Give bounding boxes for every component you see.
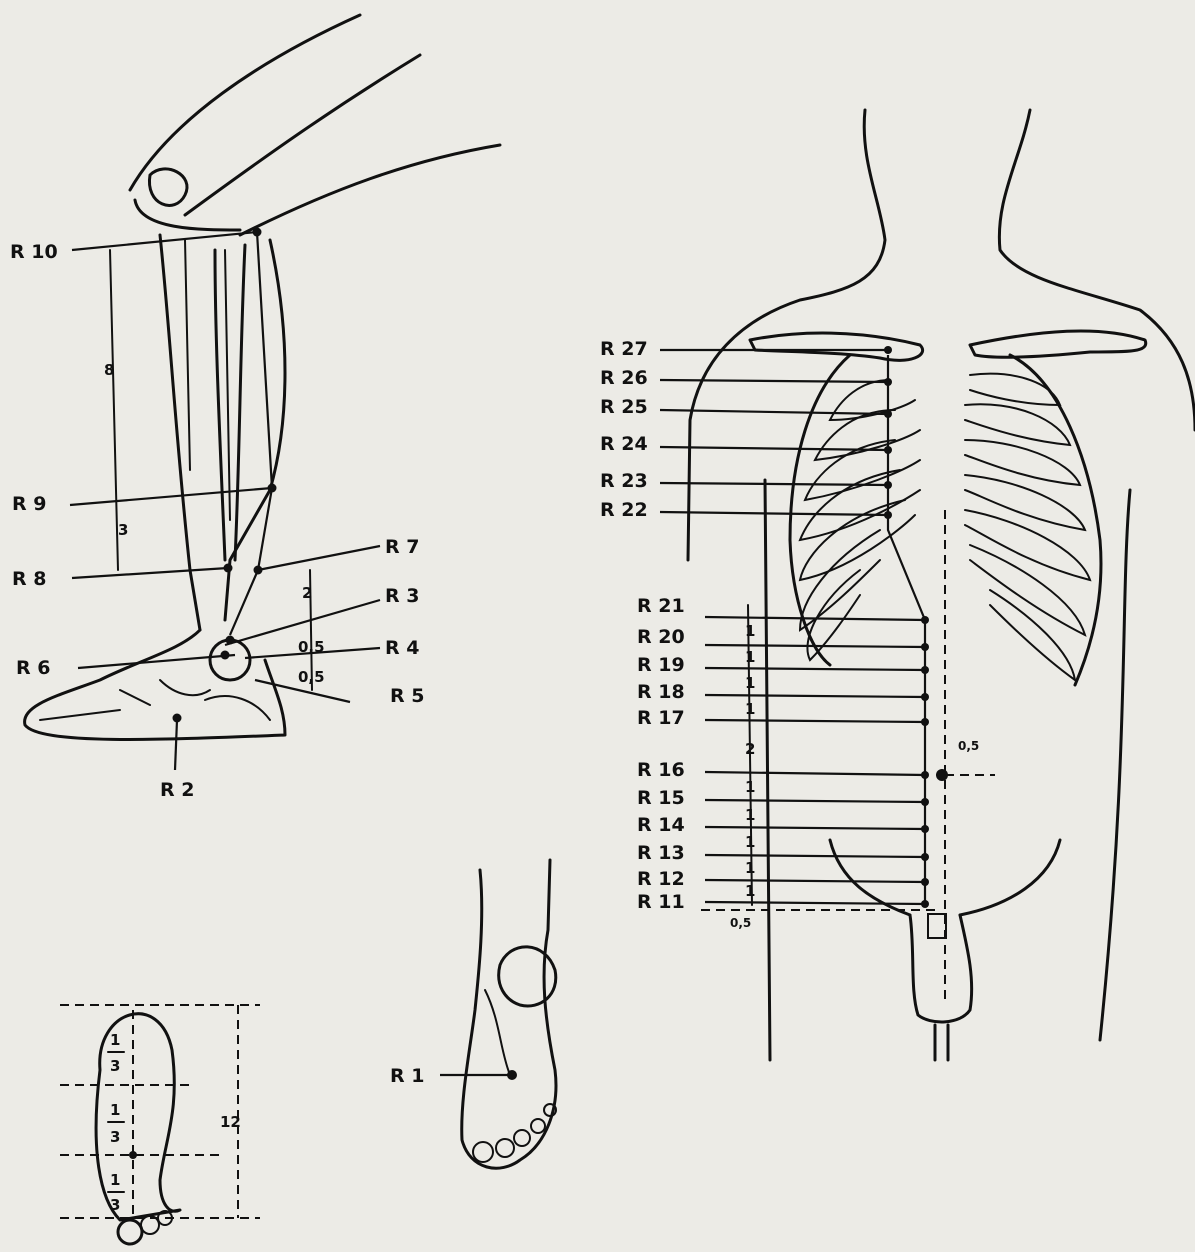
measure-torso-bottom: 0,5 bbox=[730, 916, 751, 930]
sole-length-12: 12 bbox=[220, 1113, 241, 1131]
measure-torso-f: 1 bbox=[745, 778, 755, 796]
label-r18: R 18 bbox=[637, 681, 685, 703]
sole-fraction-3-top: 1 bbox=[110, 1171, 120, 1189]
label-r1: R 1 bbox=[390, 1065, 424, 1087]
sole-fraction-1-top: 1 bbox=[110, 1031, 120, 1049]
label-r20: R 20 bbox=[637, 626, 685, 648]
measure-torso-g: 1 bbox=[745, 806, 755, 824]
label-r26: R 26 bbox=[600, 367, 648, 389]
sole-fraction-2-bottom: 3 bbox=[110, 1128, 120, 1146]
torso-label-group: R 27 R 26 R 25 R 24 R 23 R 22 R 21 R 20 … bbox=[600, 338, 685, 913]
label-r2: R 2 bbox=[160, 779, 194, 801]
label-r17: R 17 bbox=[637, 707, 685, 729]
measure-2: 2 bbox=[302, 584, 312, 602]
label-r22: R 22 bbox=[600, 499, 648, 521]
leg-figure bbox=[25, 15, 500, 770]
label-r12: R 12 bbox=[637, 868, 685, 890]
label-r7: R 7 bbox=[385, 536, 419, 558]
measure-torso-b: 1 bbox=[745, 648, 755, 666]
label-r27: R 27 bbox=[600, 338, 648, 360]
sole-fraction-1-bottom: 3 bbox=[110, 1057, 120, 1075]
measure-torso-c: 1 bbox=[745, 674, 755, 692]
label-r5: R 5 bbox=[390, 685, 424, 707]
label-r11: R 11 bbox=[637, 891, 685, 913]
label-r21: R 21 bbox=[637, 595, 685, 617]
label-r16: R 16 bbox=[637, 759, 685, 781]
measure-3: 3 bbox=[118, 521, 128, 539]
foot-figure bbox=[440, 860, 556, 1168]
label-r10: R 10 bbox=[10, 241, 58, 263]
measure-torso-e: 2 bbox=[745, 740, 755, 758]
label-r8: R 8 bbox=[12, 568, 46, 590]
measure-torso-j: 1 bbox=[745, 882, 755, 900]
measure-torso-side: 0,5 bbox=[958, 739, 979, 753]
label-r14: R 14 bbox=[637, 814, 685, 836]
measure-torso-i: 1 bbox=[745, 859, 755, 877]
label-r13: R 13 bbox=[637, 842, 685, 864]
measure-torso-a: 1 bbox=[745, 622, 755, 640]
sole-fraction-2-top: 1 bbox=[110, 1101, 120, 1119]
measure-0-5-lower: 0,5 bbox=[298, 668, 325, 686]
label-r19: R 19 bbox=[637, 654, 685, 676]
label-r24: R 24 bbox=[600, 433, 648, 455]
measure-torso-d: 1 bbox=[745, 700, 755, 718]
label-r15: R 15 bbox=[637, 787, 685, 809]
label-r4: R 4 bbox=[385, 637, 419, 659]
measure-0-5-upper: 0,5 bbox=[298, 638, 325, 656]
label-r3: R 3 bbox=[385, 585, 419, 607]
label-r9: R 9 bbox=[12, 493, 46, 515]
sole-fraction-3-bottom: 3 bbox=[110, 1196, 120, 1214]
label-r23: R 23 bbox=[600, 470, 648, 492]
measure-8: 8 bbox=[104, 361, 114, 379]
label-r25: R 25 bbox=[600, 396, 648, 418]
label-r6: R 6 bbox=[16, 657, 50, 679]
measure-torso-h: 1 bbox=[745, 833, 755, 851]
